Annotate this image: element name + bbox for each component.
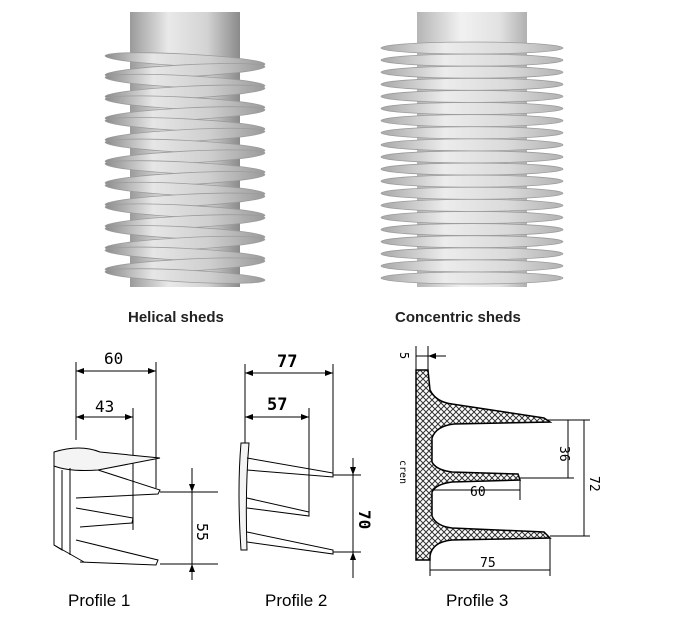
dim-label-75: 75 [480,556,496,571]
shed-disc [380,90,564,103]
shed-disc [380,138,564,152]
profile-1-label: Profile 1 [68,591,131,610]
helical-sheds-photo [104,12,266,287]
dim-label-60-p3: 60 [470,485,486,500]
shed-disc [380,150,564,164]
shed-disc [380,53,564,67]
profile-3-section [415,369,553,561]
shed-disc [380,77,564,91]
concentric-sheds-photo [380,12,564,287]
dim-label-60: 60 [104,349,123,368]
shed-disc [380,259,564,273]
dim-label-70: 70 [355,510,374,529]
shed-disc [380,174,564,188]
profile-2-drawing: 77 57 70 [238,352,374,578]
profile-1-drawing: 60 43 55 [53,349,218,580]
dim-label-5: 5 [397,352,411,359]
shed-disc [380,114,564,128]
shed-disc [380,126,564,140]
shed-disc [380,247,564,261]
dim-label-77: 77 [277,352,297,372]
profile-2-label: Profile 2 [265,591,328,610]
shed-disc [380,186,564,200]
shed-disc [380,198,564,212]
dim-label-side: c⁠ren [397,460,408,484]
shed-disc [380,65,564,79]
shed-disc [380,162,564,176]
dim-label-43: 43 [95,397,114,416]
dim-label-57: 57 [267,395,287,415]
helical-sheds-caption: Helical sheds [128,309,224,326]
shed-disc [380,235,564,249]
shed-disc [380,223,564,236]
shed-disc [380,102,564,115]
dim-label-55: 55 [193,523,211,541]
profile-3-label: Profile 3 [446,591,509,610]
shed-disc [380,41,564,55]
shed-disc [380,211,564,224]
dim-label-72: 72 [586,476,601,492]
dim-label-36: 36 [556,446,571,462]
shed-disc [104,268,266,284]
shed-disc [380,271,564,285]
concentric-sheds-caption: Concentric sheds [395,309,521,326]
profile-3-drawing: 5 36 72 60 75 c⁠ren [397,346,601,576]
